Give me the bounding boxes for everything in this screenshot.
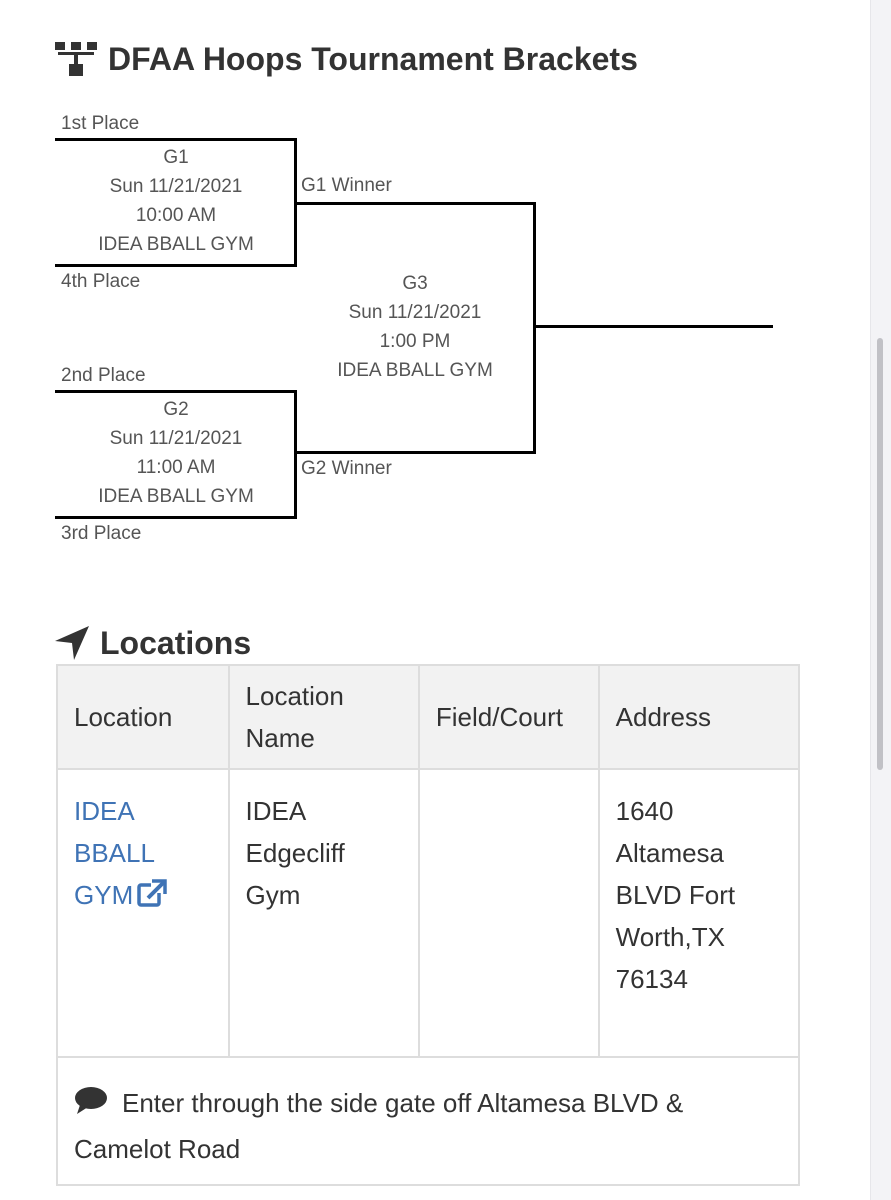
g2-name: G2 <box>163 399 189 420</box>
g2-bottom-line <box>55 516 297 519</box>
scrollbar-thumb[interactable] <box>877 338 883 770</box>
g1-name: G1 <box>163 147 189 168</box>
g2-venue: IDEA BBALL GYM <box>98 486 254 507</box>
seed-1-label: 1st Place <box>61 113 140 134</box>
g2-date: Sun 11/21/2021 <box>109 428 243 449</box>
g1-bottom-line <box>55 264 297 267</box>
cell-location-name: IDEA Edgecliff Gym <box>227 768 420 1058</box>
g2-winner-label: G2 Winner <box>301 458 392 479</box>
g3-time: 1:00 PM <box>379 331 451 352</box>
header-field-court: Field/Court <box>417 664 600 770</box>
g1-winner-label: G1 Winner <box>301 175 392 196</box>
locations-title-text: Locations <box>100 625 252 661</box>
note-text: Enter through the side gate off Altamesa… <box>74 1088 684 1164</box>
g2-time: 11:00 AM <box>136 457 216 478</box>
note-cell: Enter through the side gate off Altamesa… <box>56 1056 800 1186</box>
seed-4-label: 4th Place <box>61 271 141 292</box>
sitemap-icon <box>55 42 99 87</box>
location-arrow-icon <box>53 624 91 669</box>
g3-date: Sun 11/21/2021 <box>348 302 482 323</box>
g1-venue: IDEA BBALL GYM <box>98 234 254 255</box>
header-location: Location <box>56 664 230 770</box>
cell-field-court <box>417 768 600 1058</box>
g2-top-line <box>55 390 297 393</box>
table-row: IDEA BBALL GYM IDEA Edgecliff Gym 1640 A… <box>56 768 801 1058</box>
locations-table: Location Location Name Field/Court Addre… <box>56 664 801 1186</box>
g3-top-line <box>294 202 536 205</box>
g2-right-line <box>294 390 297 519</box>
final-line <box>533 325 773 328</box>
g3-bottom-line <box>294 451 536 454</box>
table-header-row: Location Location Name Field/Court Addre… <box>56 664 801 770</box>
brackets-title-text: DFAA Hoops Tournament Brackets <box>108 41 638 77</box>
header-location-name: Location Name <box>227 664 420 770</box>
g3-right-line <box>533 202 536 454</box>
external-link-icon[interactable] <box>137 877 168 919</box>
comment-icon <box>74 1086 108 1128</box>
seed-2-label: 2nd Place <box>61 365 146 386</box>
g1-time: 10:00 AM <box>135 205 217 226</box>
g3-name: G3 <box>402 273 428 294</box>
location-link[interactable]: IDEA BBALL GYM <box>74 796 168 910</box>
cell-address: 1640 Altamesa BLVD Fort Worth,TX 76134 <box>597 768 801 1058</box>
note-row: Enter through the side gate off Altamesa… <box>56 1056 800 1186</box>
header-address: Address <box>597 664 801 770</box>
locations-title: Locations <box>53 622 453 666</box>
g3-info: G3 Sun 11/21/2021 1:00 PM IDEA BBALL GYM <box>296 269 534 385</box>
g1-info: G1 Sun 11/21/2021 10:00 AM IDEA BBALL GY… <box>56 143 296 259</box>
brackets-title: DFAA Hoops Tournament Brackets <box>55 38 755 82</box>
g3-venue: IDEA BBALL GYM <box>337 360 493 381</box>
g2-info: G2 Sun 11/21/2021 11:00 AM IDEA BBALL GY… <box>56 395 296 511</box>
location-link-text[interactable]: IDEA BBALL GYM <box>74 796 154 910</box>
seed-3-label: 3rd Place <box>61 523 142 544</box>
cell-location: IDEA BBALL GYM <box>56 768 230 1058</box>
g1-top-line <box>55 138 297 141</box>
g1-date: Sun 11/21/2021 <box>109 176 243 197</box>
